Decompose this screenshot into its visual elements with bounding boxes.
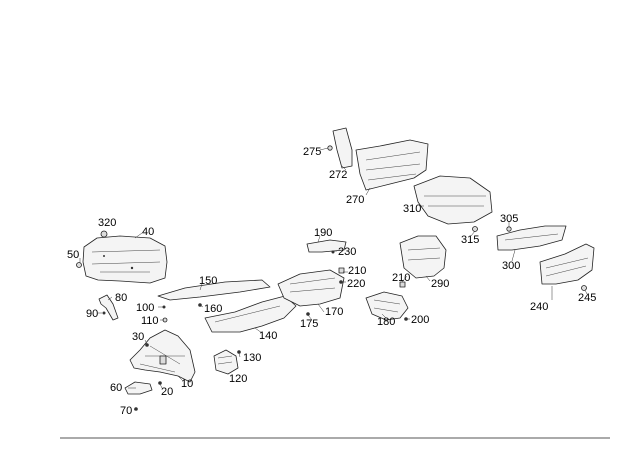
callout-190: 190 [314, 227, 332, 239]
callout-labels: 10 20 30 40 50 60 70 80 90 100 110 120 1… [67, 146, 596, 417]
part-20-bolt[interactable] [158, 381, 162, 385]
callout-245: 245 [578, 292, 596, 304]
part-310-heat-shield[interactable] [413, 175, 493, 225]
callout-130: 130 [243, 352, 261, 364]
callout-310: 310 [403, 203, 421, 215]
callout-320: 320 [98, 217, 116, 229]
callout-110: 110 [141, 315, 159, 327]
part-30-stud[interactable] [145, 343, 149, 347]
part-50-clip[interactable] [76, 262, 82, 268]
callout-40: 40 [142, 226, 154, 238]
part-275-nut[interactable] [327, 145, 333, 151]
part-180-heat-shield[interactable] [365, 291, 409, 321]
callout-20: 20 [161, 386, 173, 398]
part-140-tunnel-shield[interactable] [204, 295, 297, 333]
callout-150: 150 [199, 275, 217, 287]
callout-200: 200 [411, 314, 429, 326]
part-240-heat-shield[interactable] [539, 243, 595, 285]
part-300-heat-shield[interactable] [496, 225, 567, 251]
part-90-bolt[interactable] [102, 311, 106, 315]
part-272-bracket[interactable] [332, 127, 353, 169]
part-320-nut[interactable] [100, 230, 108, 238]
callout-300: 300 [502, 260, 520, 272]
part-175-bolt[interactable] [306, 312, 310, 316]
callout-270: 270 [346, 194, 364, 206]
part-60-bracket[interactable] [124, 381, 153, 395]
part-190-bracket[interactable] [306, 239, 347, 253]
callout-50: 50 [67, 249, 79, 261]
part-220-bolt[interactable] [339, 280, 343, 284]
callout-210-left: 210 [348, 265, 366, 277]
callout-240: 240 [530, 301, 548, 313]
callout-10: 10 [181, 378, 193, 390]
part-210-clip-right[interactable] [399, 281, 406, 288]
callout-220: 220 [347, 278, 365, 290]
part-40-heat-shield[interactable] [82, 235, 168, 284]
callout-30: 30 [132, 331, 144, 343]
part-315-nut[interactable] [472, 226, 478, 232]
callout-305: 305 [500, 213, 518, 225]
callout-175: 175 [300, 318, 318, 330]
part-210-clip-left[interactable] [338, 267, 345, 274]
callout-160: 160 [204, 303, 222, 315]
part-290-heat-shield[interactable] [399, 235, 447, 279]
part-80-bracket[interactable] [98, 294, 119, 321]
callout-275: 275 [303, 146, 321, 158]
part-100-bolt[interactable] [162, 305, 166, 309]
part-245-nut[interactable] [581, 285, 587, 291]
callout-60: 60 [110, 382, 122, 394]
callout-210-right: 210 [392, 272, 410, 284]
callout-80: 80 [115, 292, 127, 304]
part-150-tunnel-shield[interactable] [157, 279, 271, 301]
part-120-cap[interactable] [213, 349, 239, 375]
callout-315: 315 [461, 234, 479, 246]
callout-120: 120 [229, 373, 247, 385]
part-170-heat-shield[interactable] [277, 269, 345, 307]
callout-230: 230 [338, 246, 356, 258]
callout-180: 180 [377, 316, 395, 328]
part-305-nut[interactable] [506, 226, 512, 232]
callout-70: 70 [120, 405, 132, 417]
callout-170: 170 [325, 306, 343, 318]
part-270-heat-shield[interactable] [355, 139, 429, 191]
callout-140: 140 [259, 330, 277, 342]
callout-90: 90 [86, 308, 98, 320]
callout-272: 272 [329, 169, 347, 181]
callout-100: 100 [136, 302, 154, 314]
part-130-bolt[interactable] [237, 350, 241, 354]
callout-290: 290 [431, 278, 449, 290]
leader-lines [79, 147, 588, 411]
